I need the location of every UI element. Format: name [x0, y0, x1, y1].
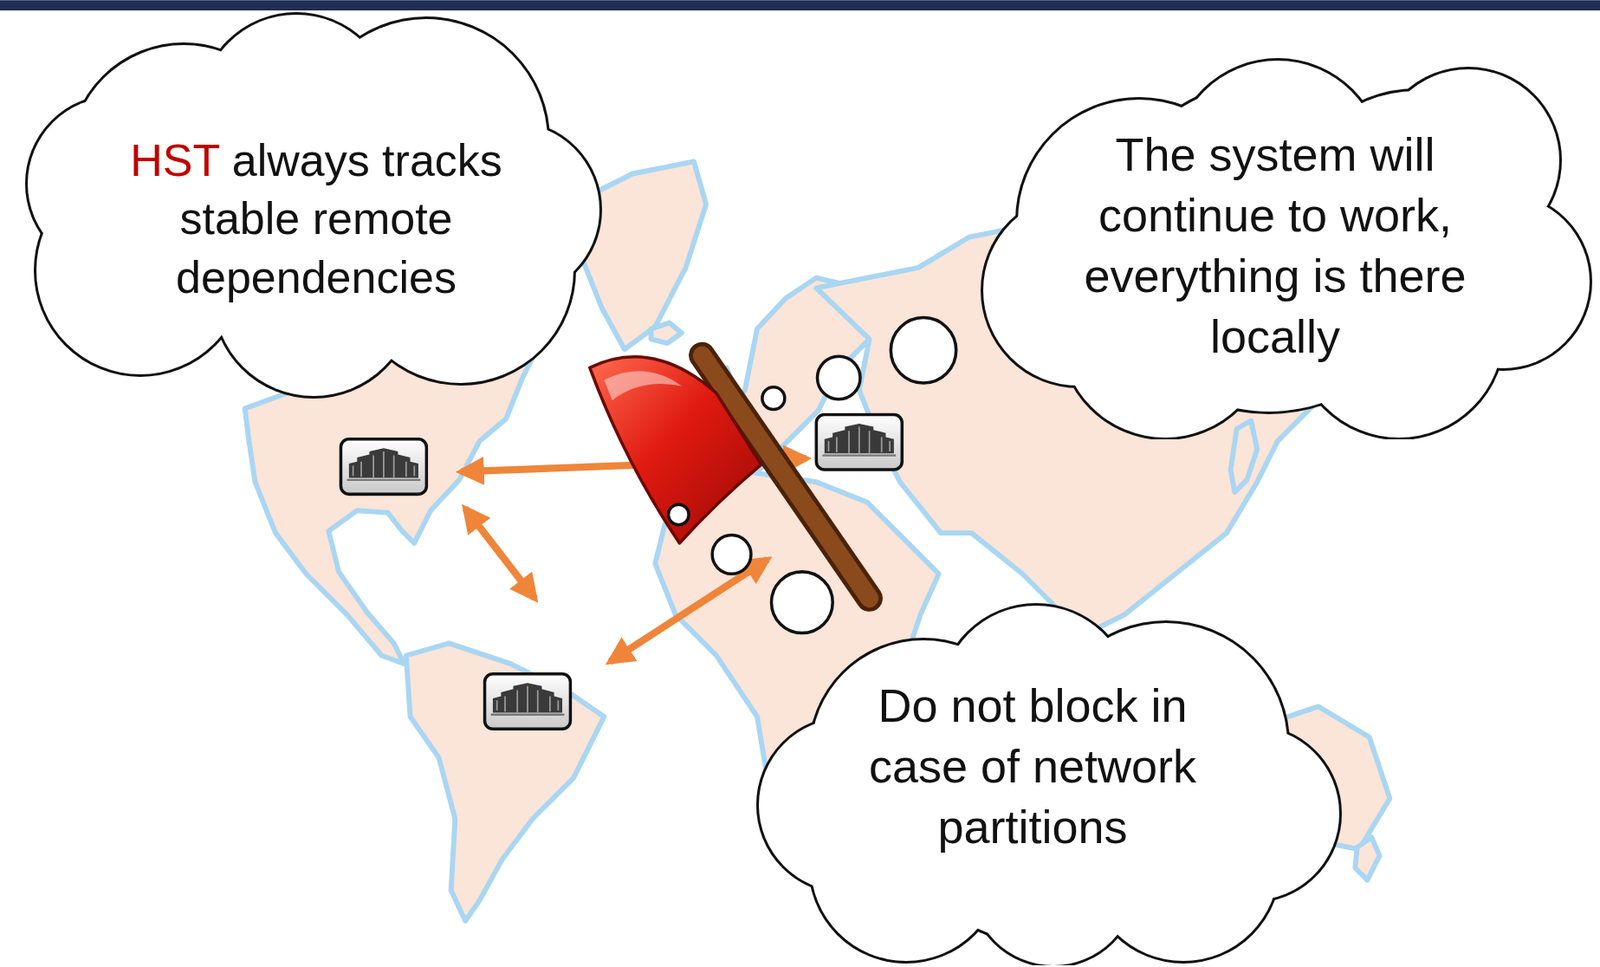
cloud-paragraph: Do not block in case of network partitio… — [829, 674, 1237, 858]
iceland — [651, 322, 682, 344]
thought-cloud: HSTalways tracks stable remote dependenc… — [10, 10, 613, 409]
cloud-text: The system will continue to work, everyt… — [1083, 128, 1466, 363]
new-zealand — [1354, 836, 1380, 880]
cloud-text-area: Do not block in case of network partitio… — [829, 661, 1237, 870]
highlight-term: HST — [129, 135, 221, 186]
cloud-text-area: The system will continue to work, everyt… — [1032, 102, 1518, 389]
cloud-text: Do not block in case of network partitio… — [868, 679, 1197, 853]
cloud-text: always tracks stable remote dependencies — [175, 135, 503, 303]
cloud-text-area: HSTalways tracks stable remote dependenc… — [108, 110, 525, 328]
thought-cloud: The system will continue to work, everyt… — [948, 56, 1593, 440]
arrow-sa-eu — [609, 559, 767, 662]
cloud-paragraph: The system will continue to work, everyt… — [1032, 123, 1518, 368]
thought-bubbles — [668, 317, 957, 634]
thought-cloud: Do not block in case of network partitio… — [750, 596, 1353, 966]
top-bar — [0, 0, 1600, 11]
japan — [1230, 421, 1258, 493]
replication-arrows — [460, 458, 806, 661]
arrow-na-sa — [465, 508, 535, 599]
south-america — [406, 642, 605, 920]
cloud-paragraph: HSTalways tracks stable remote dependenc… — [108, 131, 525, 308]
datacenter-icon — [816, 414, 902, 470]
datacenter-icon — [485, 673, 571, 730]
datacenter-icon — [340, 439, 427, 495]
axe — [589, 355, 870, 598]
cloud-outline — [948, 56, 1593, 440]
